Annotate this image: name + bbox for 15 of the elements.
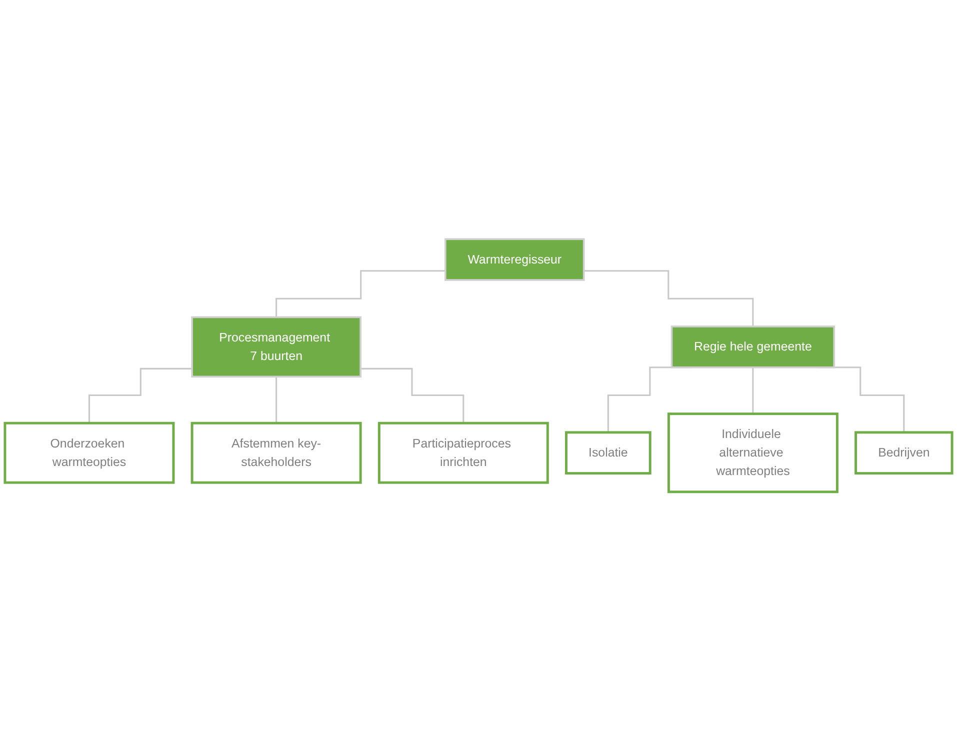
connector xyxy=(276,376,278,424)
node-box: Warmteregisseur xyxy=(444,238,585,281)
node-box: Individuele alternatieve warmteopties xyxy=(667,412,838,494)
connector xyxy=(584,270,754,328)
connector xyxy=(276,270,446,318)
node-box: Afstemmen key-stakeholders xyxy=(190,422,362,484)
connector xyxy=(88,368,192,424)
connector xyxy=(752,366,754,415)
node-box: Procesmanagement 7 buurten xyxy=(191,316,362,378)
node-box: Isolatie xyxy=(565,431,652,475)
node-box: Bedrijven xyxy=(854,431,954,475)
node-box: Regie hele gemeente xyxy=(670,326,836,368)
node-box: Onderzoeken warmteopties xyxy=(4,422,175,484)
connector xyxy=(360,368,464,424)
node-box: Participatieproces inrichten xyxy=(378,422,549,484)
